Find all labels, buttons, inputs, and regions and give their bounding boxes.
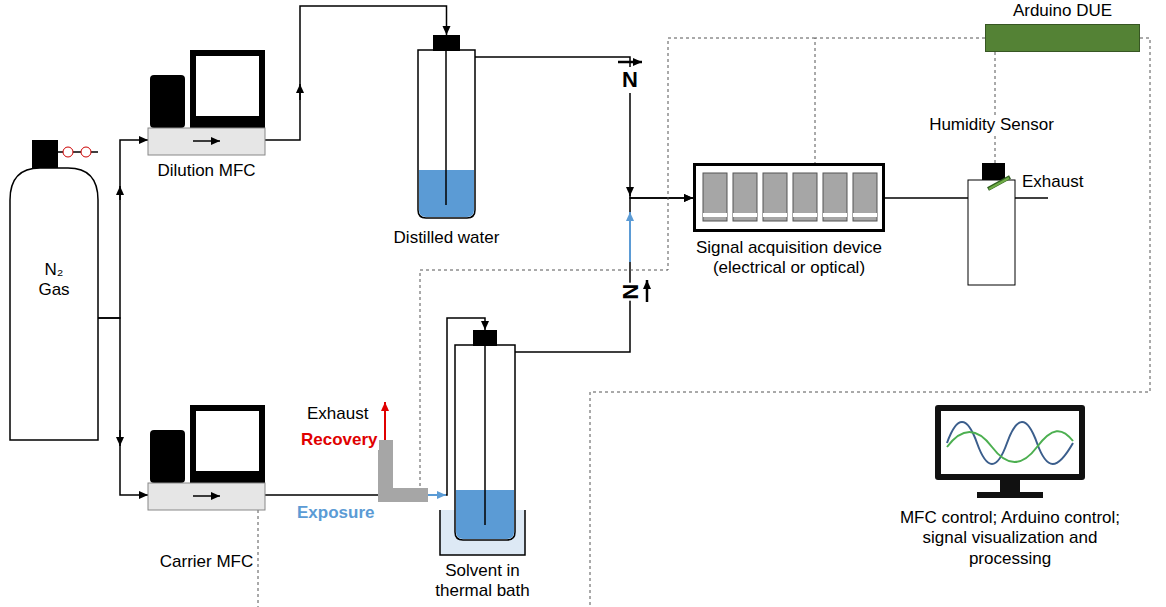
- check-valve-arrow: [618, 61, 642, 64]
- node-label: Distilled water: [394, 228, 500, 248]
- check-valve-symbol: N: [621, 67, 639, 92]
- computer-monitor: MFC control; Arduino control; signal vis…: [935, 405, 1085, 498]
- flow-arrow: [119, 186, 121, 200]
- gas-line: [515, 198, 693, 352]
- humidity-chamber-art: [968, 163, 1015, 285]
- exhaust-line: [1015, 197, 1048, 199]
- gas-line: [475, 57, 693, 198]
- gas-cylinder: N₂ Gas: [10, 140, 98, 440]
- signal-device: Signal acquisition device (electrical or…: [693, 163, 885, 232]
- bubbler-bottle-art: [418, 35, 475, 218]
- bubbler-bottle: Distilled water: [418, 35, 475, 218]
- node-label: Carrier MFC: [160, 552, 254, 572]
- exhaust-label: Exhaust: [1021, 172, 1084, 192]
- solvent-bottle: Solvent in thermal bath: [440, 330, 525, 555]
- node-label: Arduino DUE: [1013, 1, 1112, 21]
- mfc-device: Carrier MFC: [148, 405, 265, 510]
- mfc-device-art: [148, 405, 265, 510]
- signal-device-art: [693, 163, 885, 232]
- solvent-bottle-art: [440, 330, 525, 555]
- control-wire: [995, 52, 996, 163]
- flow-arrow: [299, 84, 301, 100]
- node-label: MFC control; Arduino control; signal vis…: [890, 508, 1130, 569]
- node-label: Humidity Sensor: [927, 115, 1056, 135]
- node-label: N₂ Gas: [32, 260, 76, 301]
- node-label: Dilution MFC: [157, 161, 255, 181]
- control-wire: [815, 38, 985, 163]
- gas-line: [98, 140, 148, 318]
- exposure-label: Exposure: [296, 503, 375, 523]
- exposure-arrow: [428, 494, 446, 496]
- gas-line: [885, 197, 968, 199]
- gas-line: [265, 318, 485, 495]
- flow-arrow: [119, 430, 121, 446]
- exposure-flow: [629, 212, 631, 262]
- node-label: Solvent in thermal bath: [428, 561, 538, 602]
- control-wire: [258, 38, 1150, 607]
- node-label: Signal acquisition device (electrical or…: [682, 238, 897, 279]
- check-valve-symbol: N: [617, 283, 642, 301]
- arduino-board-art: [985, 24, 1140, 52]
- check-valve-arrow: [646, 280, 649, 302]
- exhaust-label: Exhaust: [306, 404, 369, 424]
- humidity-chamber: Humidity Sensor: [968, 163, 1015, 285]
- recovery-label: Recovery: [300, 430, 379, 450]
- arduino-board: Arduino DUE: [985, 24, 1140, 52]
- gas-line: [98, 318, 148, 495]
- mfc-device-art: [148, 50, 265, 155]
- computer-monitor-art: [935, 405, 1085, 498]
- valve-body: [378, 488, 428, 502]
- flow-arrow: [629, 190, 631, 196]
- mfc-device: Dilution MFC: [148, 50, 265, 155]
- recovery-arrow: [384, 402, 386, 440]
